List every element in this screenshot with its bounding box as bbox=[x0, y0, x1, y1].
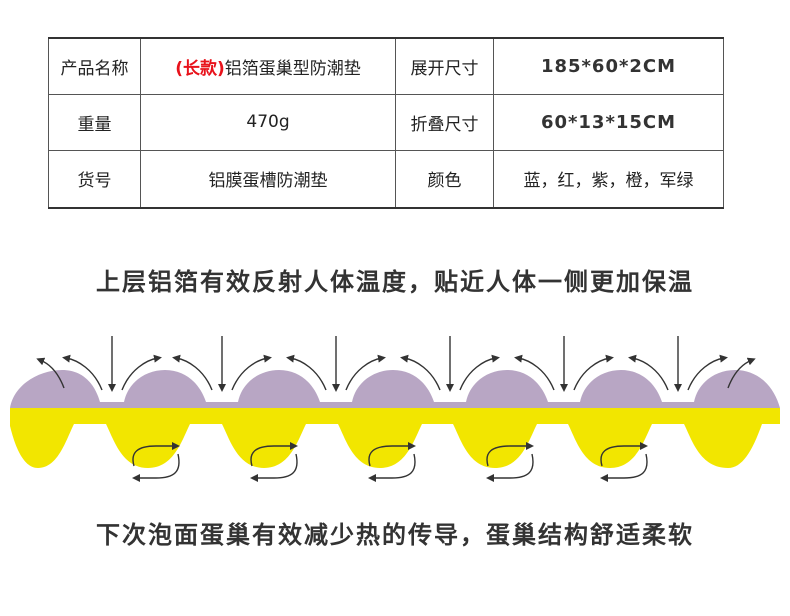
arrow-line bbox=[286, 354, 327, 391]
arrow-line bbox=[231, 354, 272, 391]
spec-value: 60*13*15CM bbox=[493, 93, 724, 151]
table-row: 货号 铝膜蛋槽防潮垫 颜色 蓝，红，紫，橙，军绿 bbox=[48, 149, 724, 209]
arrow-line bbox=[345, 354, 386, 391]
arrow-line bbox=[121, 354, 162, 391]
mat-structure-diagram bbox=[10, 336, 780, 482]
loop-arrow bbox=[132, 453, 180, 482]
headline-bottom: 下次泡面蛋巢有效减少热的传导，蛋巢结构舒适柔软 bbox=[96, 521, 694, 549]
loop-arrow bbox=[368, 442, 416, 467]
spec-table: 产品名称 (长款)铝箔蛋巢型防潮垫 展开尺寸 185*60*2CM 重量 470… bbox=[48, 37, 724, 209]
spec-label: 重量 bbox=[48, 93, 141, 151]
arrow-line bbox=[459, 354, 500, 391]
spec-label: 货号 bbox=[48, 149, 141, 209]
arrow-line bbox=[36, 357, 65, 389]
spec-value: 185*60*2CM bbox=[493, 37, 724, 95]
product-name: 铝箔蛋巢型防潮垫 bbox=[224, 58, 361, 79]
arrow-line bbox=[62, 354, 103, 391]
spec-label: 产品名称 bbox=[48, 37, 141, 95]
table-row: 重量 470g 折叠尺寸 60*13*15CM bbox=[48, 93, 724, 151]
foam-layer bbox=[10, 408, 780, 468]
arrow-line bbox=[628, 354, 669, 391]
loop-arrow bbox=[250, 453, 298, 482]
loop-arrow bbox=[600, 442, 648, 467]
loop-arrow bbox=[368, 453, 416, 482]
variant-tag: (长款) bbox=[175, 58, 225, 79]
arrow-line bbox=[727, 357, 756, 389]
arrow-line bbox=[172, 354, 213, 391]
arrow-line bbox=[514, 354, 555, 391]
spec-label: 折叠尺寸 bbox=[395, 93, 494, 151]
arrow-line bbox=[400, 354, 441, 391]
spec-value: 铝膜蛋槽防潮垫 bbox=[140, 149, 396, 209]
headline-top: 上层铝箔有效反射人体温度，贴近人体一侧更加保温 bbox=[96, 268, 694, 296]
reflect-arrow-icon bbox=[36, 336, 756, 392]
spec-value: 470g bbox=[140, 93, 396, 151]
foil-layer bbox=[10, 370, 780, 408]
spec-label: 展开尺寸 bbox=[395, 37, 494, 95]
arrow-line bbox=[687, 354, 728, 391]
spec-value: 蓝，红，紫，橙，军绿 bbox=[493, 149, 724, 209]
circulation-icon bbox=[132, 442, 648, 482]
spec-value: (长款)铝箔蛋巢型防潮垫 bbox=[140, 37, 396, 95]
loop-arrow bbox=[600, 453, 648, 482]
spec-label: 颜色 bbox=[395, 149, 494, 209]
loop-arrow bbox=[486, 442, 534, 467]
loop-arrow bbox=[486, 453, 534, 482]
loop-arrow bbox=[132, 442, 180, 467]
table-row: 产品名称 (长款)铝箔蛋巢型防潮垫 展开尺寸 185*60*2CM bbox=[48, 37, 724, 95]
loop-arrow bbox=[250, 442, 298, 467]
arrow-line bbox=[573, 354, 614, 391]
